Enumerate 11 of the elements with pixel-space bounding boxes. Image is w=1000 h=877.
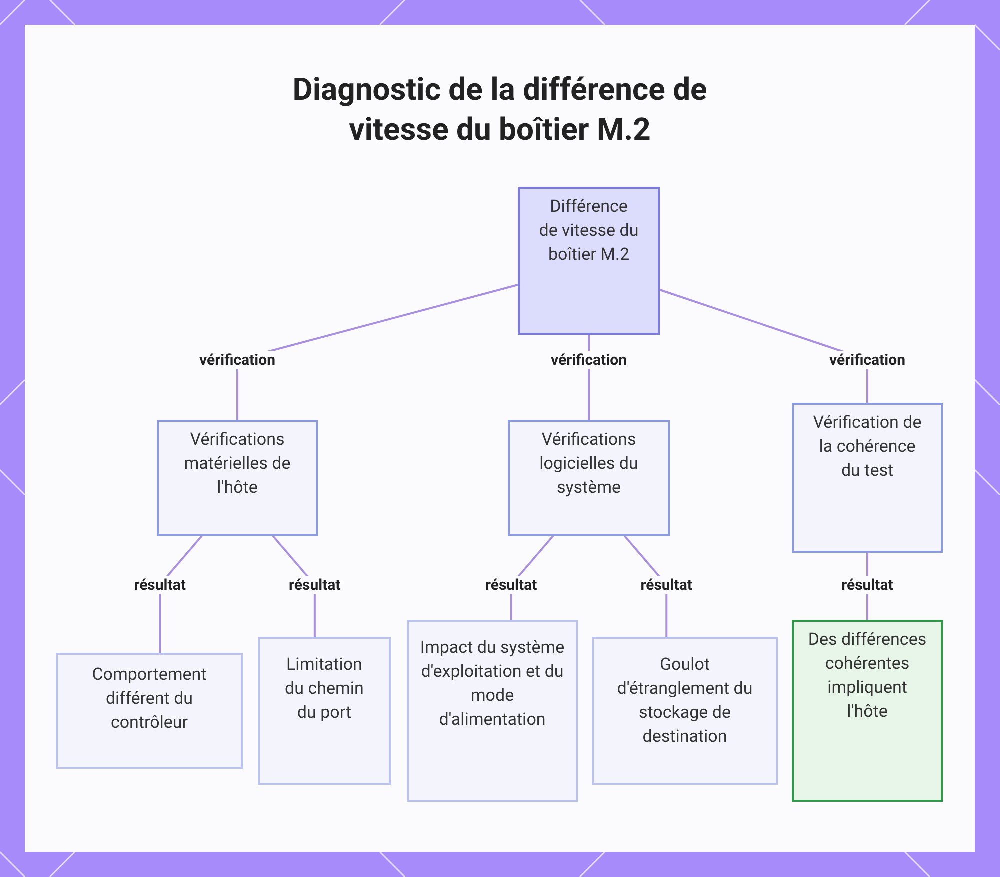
category-box: Vérification de la cohérence du test bbox=[792, 403, 943, 553]
category-box: Vérifications logicielles du système bbox=[508, 420, 670, 536]
category-box: Vérifications matérielles de l'hôte bbox=[157, 420, 318, 536]
result-box: Comportement différent du contrôleur bbox=[56, 653, 243, 769]
result-box: Impact du système d'exploitation et du mode d'alimentation bbox=[407, 620, 578, 802]
connector-line bbox=[236, 284, 518, 420]
conclusion-box: Des différences cohérentes impliquent l'hôte bbox=[792, 620, 943, 802]
result-box: Limitation du chemin du port bbox=[258, 637, 391, 785]
result-box: Goulot d'étranglement du stockage de destination bbox=[592, 637, 778, 785]
diagram-title: Diagnostic de la différence de vitesse du boîtier M.2 bbox=[292, 70, 708, 150]
root-box: Différence de vitesse du boîtier M.2 bbox=[518, 187, 660, 335]
